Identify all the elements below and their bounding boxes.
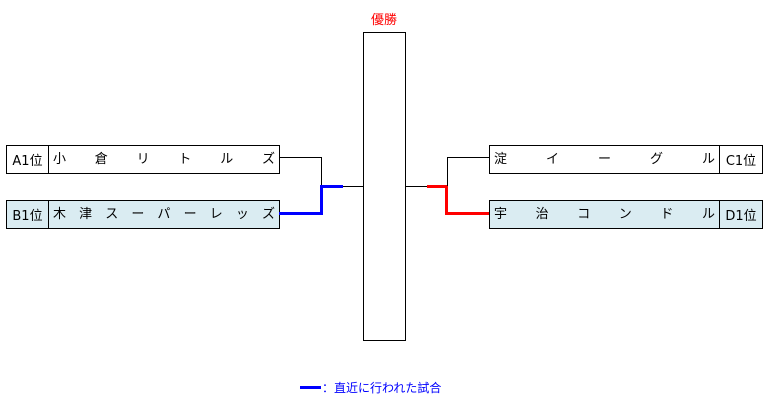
seed-a1: A1位	[6, 145, 49, 174]
team-b1: 木津スーパーレッズ	[48, 200, 280, 229]
recent-match-line-b1-vertical	[320, 185, 323, 215]
winner-line-d1	[445, 212, 489, 215]
bracket-line-a1-vertical	[321, 157, 322, 186]
bracket-line-a1	[279, 157, 322, 158]
team-d1: 宇治コンドル	[489, 200, 720, 229]
recent-match-line-b1	[279, 212, 323, 215]
bracket-line-c1-vertical	[447, 157, 448, 186]
seed-b1: B1位	[6, 200, 49, 229]
team-c1: 淀イーグル	[489, 145, 720, 174]
bracket-line-right-final	[405, 186, 427, 187]
championship-title: 優勝	[370, 13, 397, 28]
winner-line-right-final	[427, 185, 448, 188]
champion-box	[363, 32, 406, 341]
legend-text: ：直近に行われた試合	[322, 381, 442, 395]
seed-c1: C1位	[719, 145, 763, 174]
legend-blue-line-icon	[300, 386, 321, 389]
seed-d1: D1位	[719, 200, 763, 229]
bracket-line-c1	[447, 157, 489, 158]
team-a1: 小倉リトルズ	[48, 145, 280, 174]
bracket-line-left-final	[343, 186, 363, 187]
winner-line-d1-vertical	[445, 185, 448, 215]
recent-match-line-left-final	[320, 185, 343, 188]
